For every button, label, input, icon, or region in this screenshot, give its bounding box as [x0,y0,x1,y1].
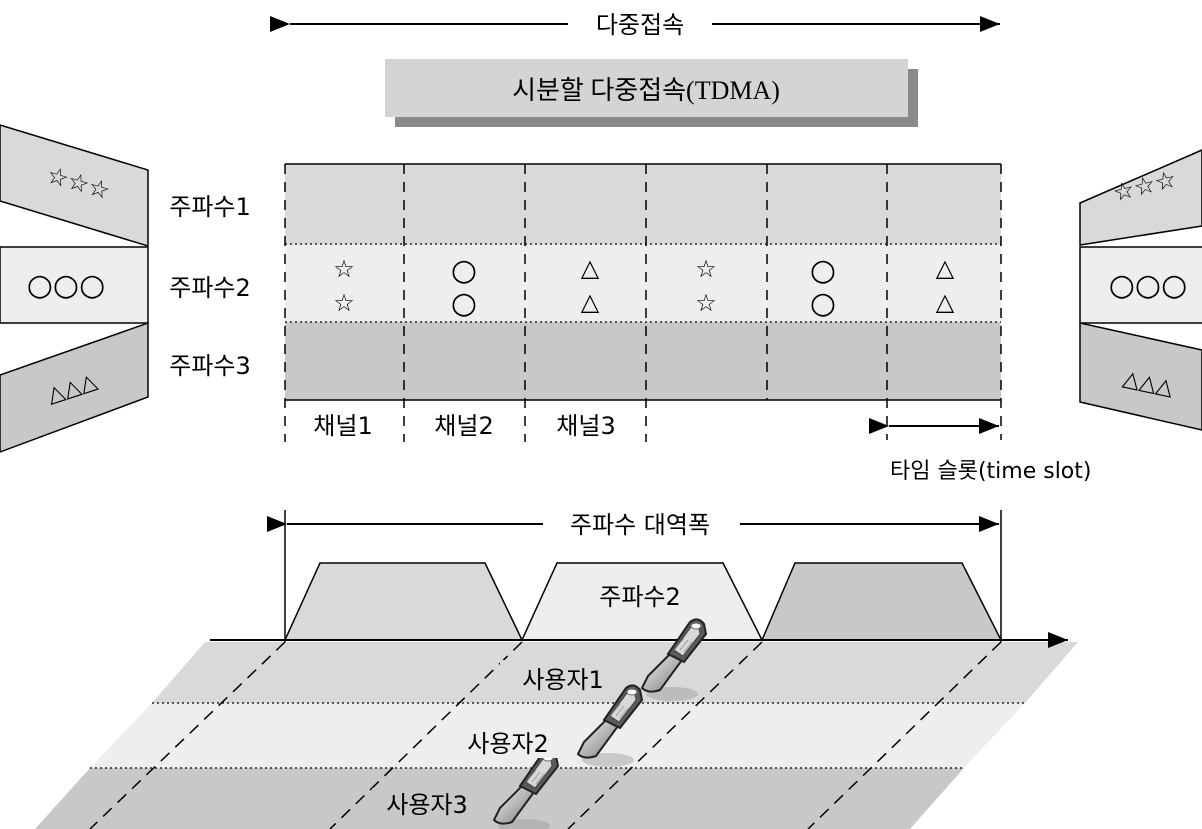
frequency-band-2 [285,244,1001,322]
right-user-ribbons: ☆☆☆ ○○○ △△△ [1079,149,1202,431]
user-label-3: 사용자3 [386,791,468,819]
band-trapezoid-3 [760,562,1003,641]
user-label-2: 사용자2 [467,730,549,758]
bandwidth-indicator: 주파수 대역폭 [267,510,1002,642]
users: 사용자1 사용자2 사용자3 [372,618,707,829]
slot-symbol: ☆ [695,289,717,317]
bandwidth-label: 주파수 대역폭 [570,511,710,539]
frequency-band-3 [285,322,1001,400]
band-trapezoid-1 [283,562,524,641]
timeslot-label: 타임 슬롯(time slot) [890,459,1091,484]
channel-label-3: 채널3 [556,412,615,440]
frequency-label-1: 주파수1 [169,193,251,221]
left-user-ribbons: ☆☆☆ ○○○ △△△ [0,124,149,453]
slot-symbol: ○ [451,253,477,288]
left-ribbon-circles: ○○○ [27,268,106,303]
multiple-access-label: 다중접속 [596,11,684,39]
slot-symbol: ☆ [333,289,355,317]
frequency-label-3: 주파수3 [169,352,251,380]
slot-symbol: △ [936,254,955,282]
timeslot-indicator: 타임 슬롯(time slot) [869,418,1091,484]
slot-symbol: △ [581,254,600,282]
scheme-title: 시분할 다중접속(TDMA) [512,76,780,105]
channel-labels: 채널1 채널2 채널3 [313,412,615,440]
user-label-1: 사용자1 [522,666,604,694]
slot-grid: ☆ ☆ ○ ○ △ △ ☆ ☆ ○ ○ △ △ [284,163,1002,442]
frequency-labels: 주파수1 주파수2 주파수3 [169,193,251,380]
frequency-band-1 [285,164,1001,244]
right-ribbon-circles: ○○○ [1109,268,1188,303]
user-strip-3 [35,768,964,829]
band-peak-label: 주파수2 [599,583,681,611]
user-plane [35,632,1078,829]
slot-symbol: ○ [810,286,836,321]
multiple-access-arrow: 다중접속 [270,11,1000,39]
scheme-title-box: 시분할 다중접속(TDMA) [385,59,918,127]
slot-symbol: ☆ [695,255,717,283]
slot-symbol: ☆ [333,255,355,283]
frequency-bands: 주파수2 [283,562,1003,641]
slot-symbol: △ [936,288,955,316]
frequency-label-2: 주파수2 [169,274,251,302]
slot-symbols: ☆ ☆ ○ ○ △ △ ☆ ☆ ○ ○ △ △ [333,253,955,321]
slot-symbol: ○ [810,253,836,288]
channel-label-1: 채널1 [313,412,372,440]
channel-label-2: 채널2 [434,412,493,440]
slot-symbol: ○ [451,286,477,321]
slot-symbol: △ [581,288,600,316]
